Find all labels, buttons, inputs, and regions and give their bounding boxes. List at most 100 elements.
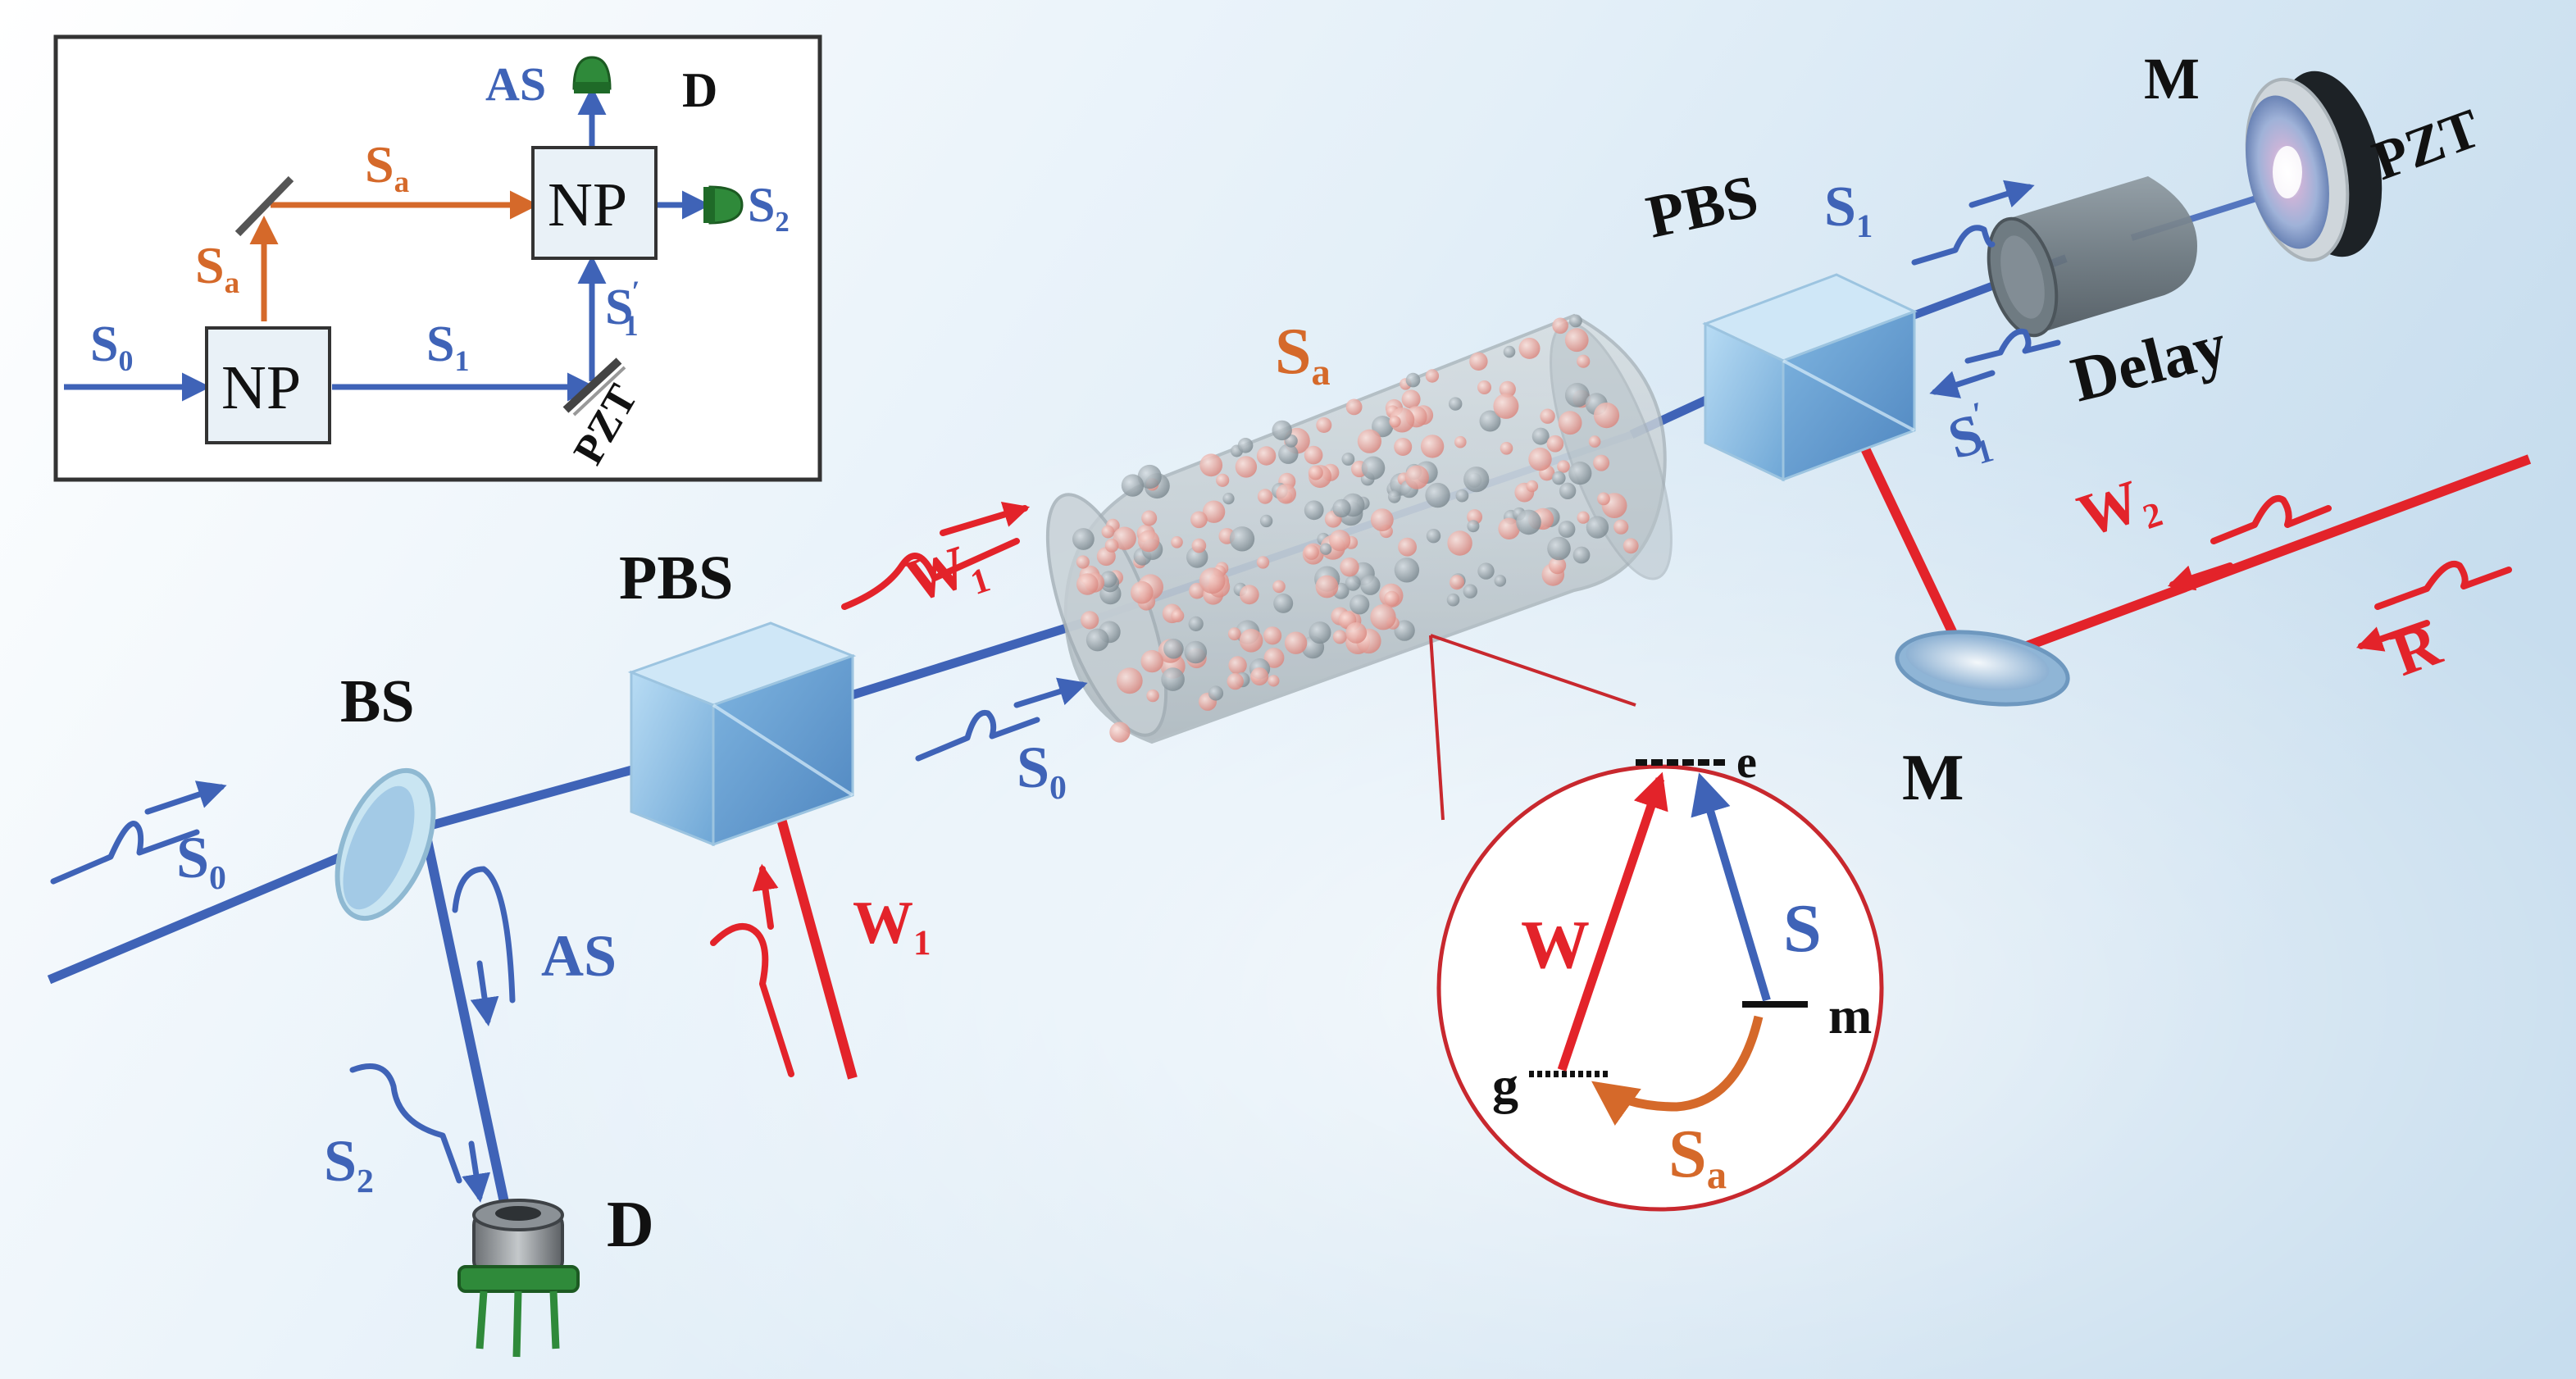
w1-bottom-pulse <box>710 923 794 1077</box>
atom <box>1361 456 1386 480</box>
atom <box>1121 474 1145 497</box>
inset-mirror-top-left <box>234 175 294 237</box>
level-label-e: e <box>1736 737 1757 788</box>
s1p-arrow <box>1929 370 1996 398</box>
atom <box>1190 511 1208 529</box>
detector <box>457 1199 580 1358</box>
atom <box>1593 403 1620 429</box>
atom <box>1161 667 1185 691</box>
atom <box>1235 456 1258 478</box>
atom <box>1469 352 1488 371</box>
label-pbs-left: PBS <box>619 544 733 612</box>
inset-frame <box>53 34 822 482</box>
atom <box>1137 464 1162 489</box>
atom <box>1163 638 1184 659</box>
label-w1-bottom: W1 <box>853 890 931 963</box>
transition-label-w: W <box>1521 907 1590 983</box>
atom <box>1332 498 1351 518</box>
atom <box>1540 408 1555 424</box>
atom <box>1370 508 1394 531</box>
atom <box>1199 567 1226 594</box>
w2-arrow <box>2167 562 2233 591</box>
atom <box>1228 656 1247 675</box>
atom <box>1569 314 1582 328</box>
atom <box>1404 465 1429 489</box>
delay-line <box>1987 176 2197 338</box>
s0-input-arrow <box>144 781 227 815</box>
atom <box>1389 416 1401 428</box>
mirror-to-right-red <box>1998 454 2532 661</box>
w1-write-beam <box>770 794 858 1080</box>
atom <box>1227 627 1241 641</box>
inset-label-np-right: NP <box>548 171 627 239</box>
atom <box>1345 622 1368 644</box>
inset-detector-as <box>572 56 612 93</box>
atom <box>1401 389 1421 409</box>
bs-to-detector-beam <box>421 835 513 1223</box>
atom <box>1516 509 1541 535</box>
atom <box>1425 482 1450 508</box>
atom <box>1085 628 1109 652</box>
zoom-line-right <box>1430 634 1636 707</box>
atom <box>1577 511 1590 524</box>
right-pbs-to-mirror-red <box>1844 412 1968 658</box>
atom <box>1564 328 1589 353</box>
atom <box>1239 629 1263 653</box>
atom <box>1528 447 1552 471</box>
atom <box>1454 435 1467 448</box>
transition-w <box>1557 771 1668 1072</box>
atom <box>1420 435 1445 458</box>
inset-label-sa-left: Sa <box>195 236 239 300</box>
atom <box>1558 521 1576 538</box>
atom <box>1549 557 1567 575</box>
atom <box>1357 429 1381 453</box>
atom <box>1450 575 1464 590</box>
atom <box>1586 516 1609 539</box>
s0-mid-pulse <box>915 709 1040 762</box>
atom <box>1304 445 1323 465</box>
label-s1-top: S1 <box>1824 175 1873 244</box>
inset-label-as: AS <box>485 57 546 111</box>
zoom-line-left <box>1429 635 1445 821</box>
atom <box>1398 537 1417 557</box>
atom <box>1588 435 1601 448</box>
label-s2: S2 <box>324 1128 374 1200</box>
atom <box>1227 672 1244 690</box>
label-sa-cell: Sa <box>1275 316 1331 394</box>
left-pbs-cube <box>627 621 857 847</box>
atom <box>1272 420 1292 441</box>
atom <box>1256 556 1270 569</box>
atom <box>1199 453 1223 477</box>
atom <box>1100 571 1117 588</box>
atom <box>1531 427 1550 445</box>
atom <box>1113 526 1136 550</box>
label-s0-input: S0 <box>176 825 226 897</box>
atom <box>1250 667 1269 686</box>
inset-label-np-left: NP <box>221 353 301 422</box>
atom <box>1558 411 1582 435</box>
inset-label-s2: S2 <box>748 178 790 238</box>
label-as: AS <box>541 923 617 989</box>
atom <box>1315 575 1339 598</box>
s1p-pulse <box>1964 328 2061 364</box>
transition-label-s: S <box>1783 890 1822 967</box>
label-s0-mid: S0 <box>1017 735 1067 807</box>
atom <box>1577 354 1591 368</box>
atom <box>1273 593 1294 613</box>
atom <box>1076 573 1099 595</box>
atom <box>1552 317 1568 335</box>
atom <box>1268 675 1280 687</box>
atom <box>1171 609 1185 622</box>
atom <box>1319 543 1332 555</box>
atom <box>1104 539 1119 553</box>
inset-label-sa-top: Sa <box>365 135 409 199</box>
inset-label-s1p: S′1 <box>605 275 640 342</box>
atom <box>1499 380 1516 398</box>
inset-mirror-pzt <box>562 357 622 413</box>
atom <box>1237 438 1254 453</box>
atom <box>1332 630 1347 644</box>
energy-level-diagram: e m g W S Sa <box>1429 634 1884 1212</box>
atom <box>1493 393 1519 419</box>
atom <box>1518 337 1541 359</box>
atom <box>1081 611 1099 630</box>
